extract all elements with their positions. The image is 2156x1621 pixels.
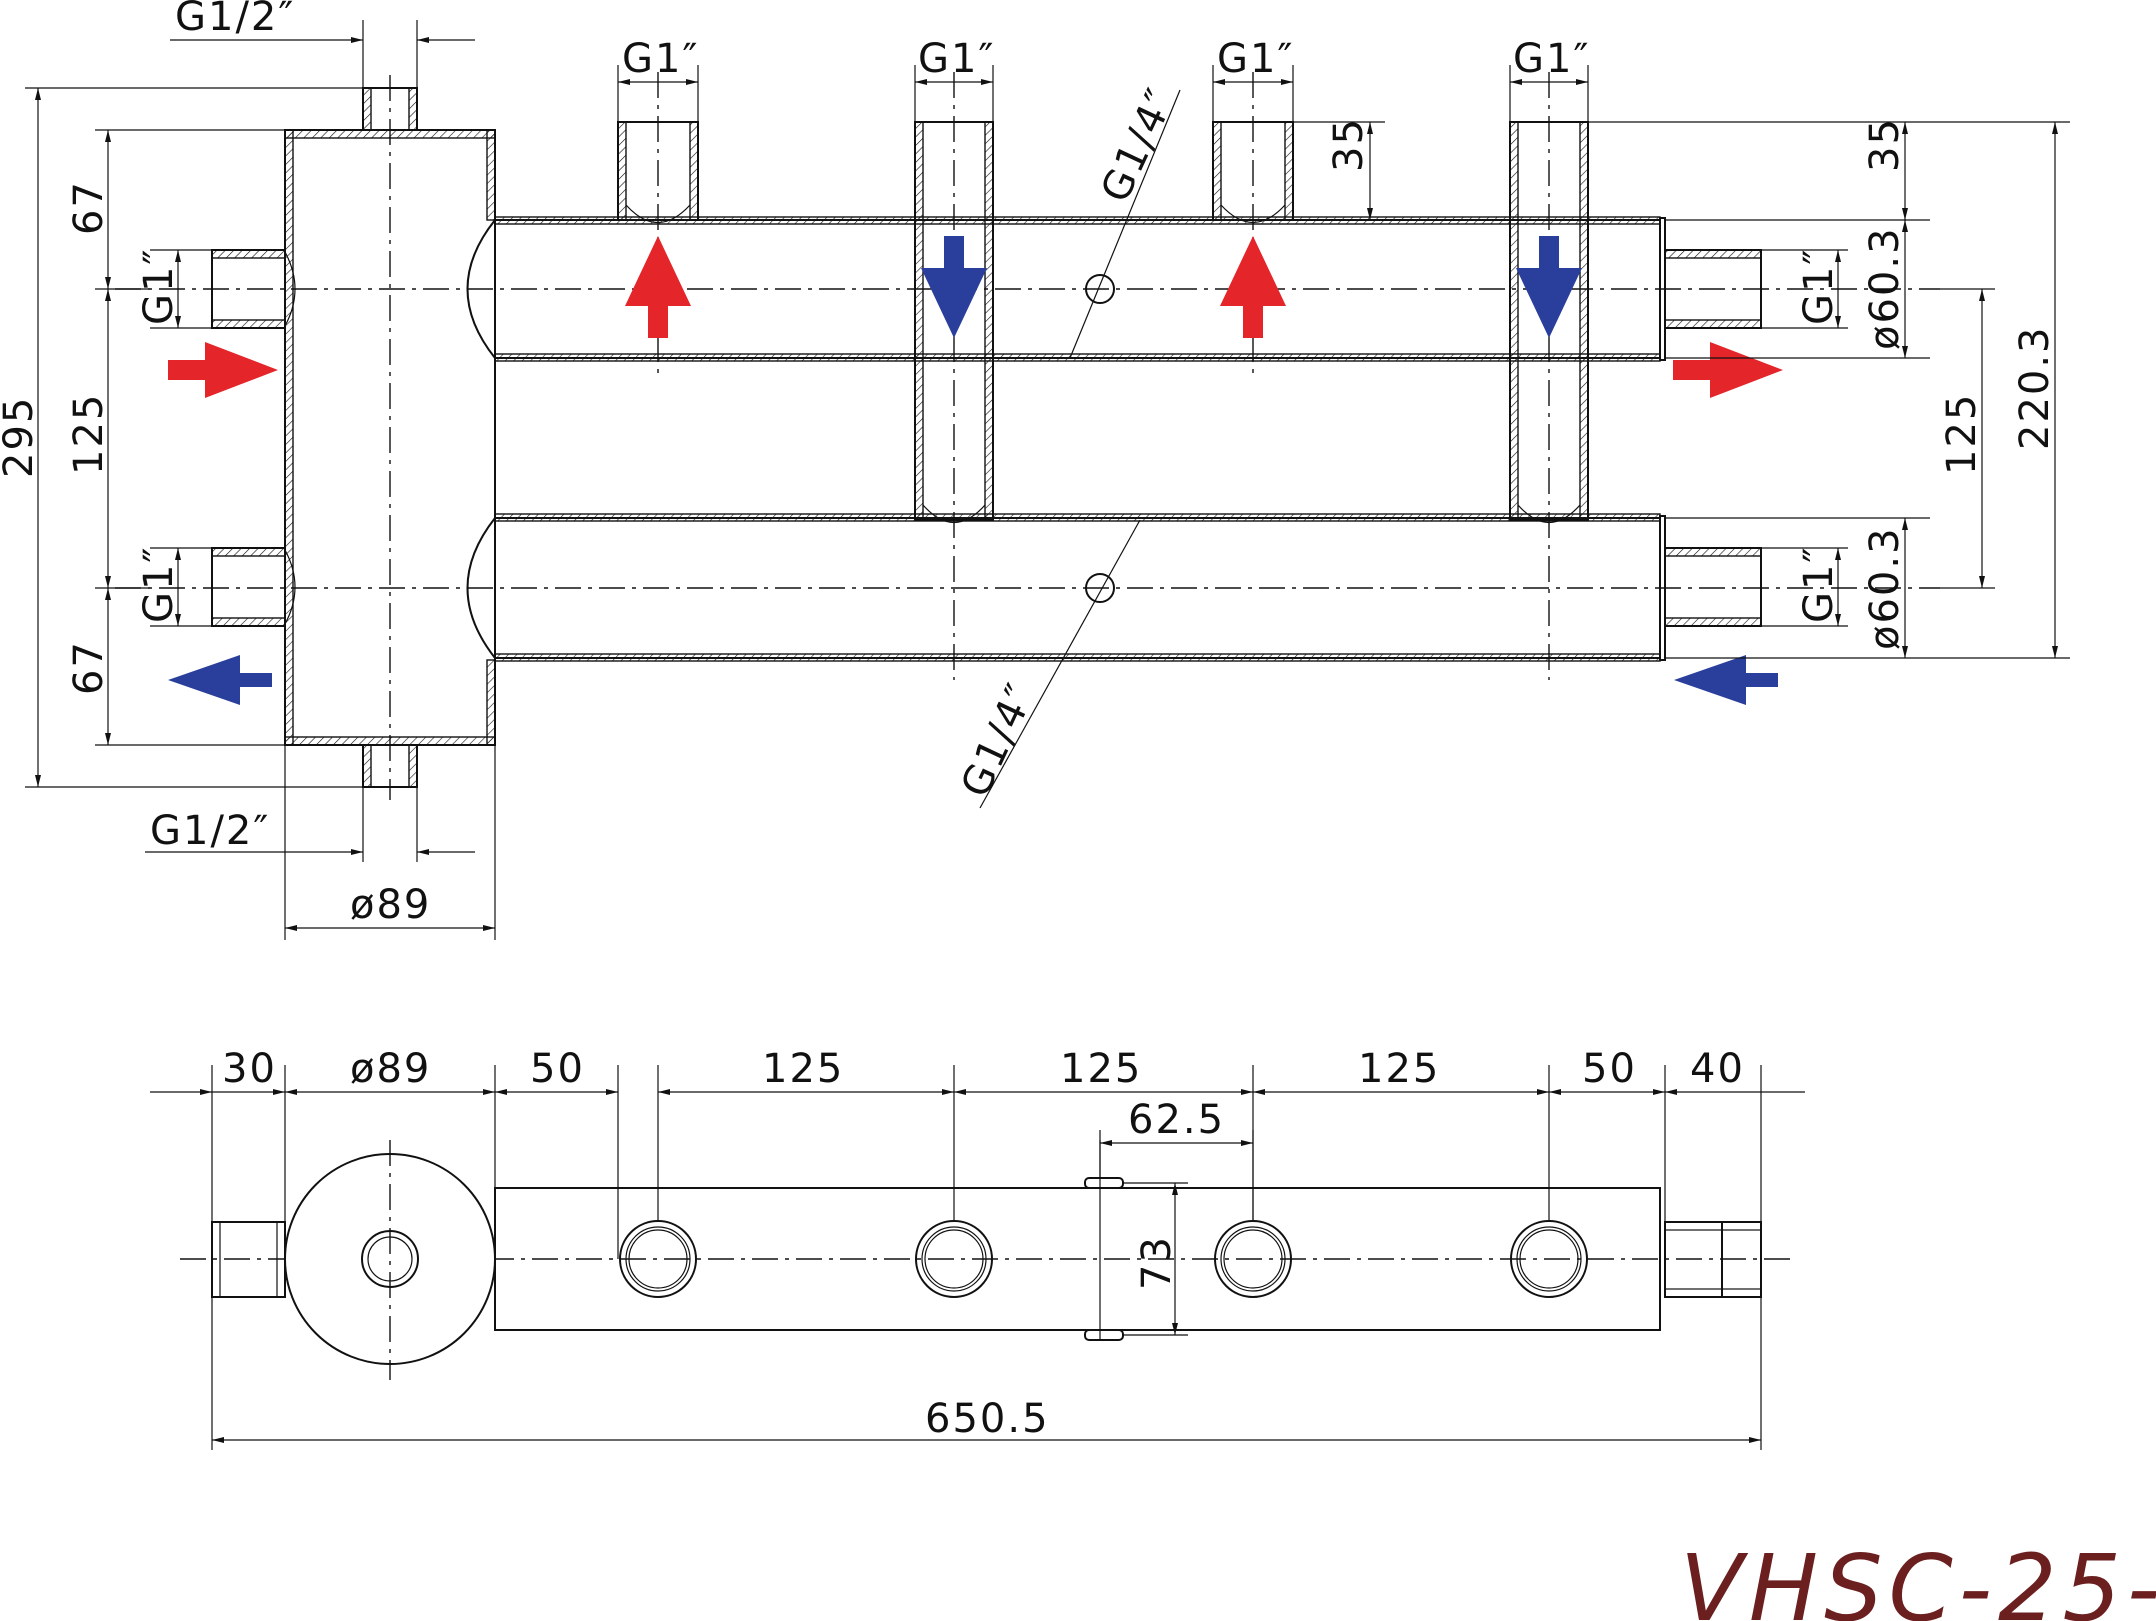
svg-text:ø89: ø89: [350, 1046, 431, 1092]
dim-bracket-height: 73: [1123, 1182, 1188, 1336]
svg-text:G1″: G1″: [1217, 36, 1294, 82]
front-view: G1/4″ G1/4″ G1/2″ G1/2″: [0, 0, 2070, 940]
svg-text:G1″: G1″: [1796, 546, 1842, 623]
svg-text:ø60.3: ø60.3: [1862, 226, 1908, 350]
svg-text:G1″: G1″: [1796, 248, 1842, 325]
svg-text:50: 50: [1582, 1046, 1637, 1092]
leader-drain-upper: [1069, 89, 1181, 359]
supply-header-pipe: [115, 216, 1940, 362]
dim-vessel-diameter: ø89: [284, 745, 496, 940]
separator-vessel: [284, 75, 496, 800]
right-return-connection: [1659, 515, 1762, 661]
svg-text:G1/2″: G1/2″: [175, 0, 295, 40]
svg-text:125: 125: [1358, 1046, 1440, 1092]
nozzle-4-cold-arrow-icon: [1516, 236, 1582, 338]
svg-text:125: 125: [1939, 393, 1985, 475]
svg-text:35: 35: [1862, 117, 1908, 172]
left-return-connection: [211, 547, 296, 627]
dim-top-vent-thread: G1/2″: [170, 0, 475, 88]
svg-text:73: 73: [1134, 1235, 1180, 1290]
left-vertical-dims: 295 67 125 67: [0, 87, 363, 788]
top-view-dim-chain: 30 ø89 50 125 125 125 50 40: [150, 1046, 1805, 1259]
outlet-nozzle-2-dropping: [914, 72, 994, 680]
leader-drain-lower: [979, 519, 1141, 809]
svg-text:125: 125: [66, 393, 112, 475]
svg-text:G1″: G1″: [622, 36, 699, 82]
side-thread-dims: G1″ G1″ G1″ G1″: [136, 248, 1848, 627]
svg-text:30: 30: [222, 1046, 277, 1092]
flow-arrows: [168, 236, 1783, 705]
svg-text:35: 35: [1326, 117, 1372, 172]
nozzle-2-cold-arrow-icon: [921, 236, 987, 338]
nozzle-thread-dims: G1″ G1″ G1″ G1″: [617, 36, 1590, 122]
nozzle-3-hot-arrow-icon: [1220, 236, 1286, 338]
bottom-drain-nipple: [362, 744, 418, 788]
svg-text:G1″: G1″: [918, 36, 995, 82]
hot-inlet-arrow-icon: [168, 342, 278, 398]
return-header-pipe: [115, 513, 1940, 662]
right-supply-connection: [1659, 217, 1762, 361]
svg-text:ø89: ø89: [350, 882, 431, 928]
thread-drain-upper-label: G1/4″: [1092, 81, 1185, 209]
drain-plug-lower-icon: [1085, 573, 1115, 603]
nozzle-1-hot-arrow-icon: [625, 236, 691, 338]
outlet-nozzle-4-dropping: [1509, 72, 1589, 680]
dim-bracket-offset: 62.5: [1099, 1097, 1254, 1220]
svg-text:295: 295: [0, 396, 42, 478]
svg-text:125: 125: [762, 1046, 844, 1092]
svg-text:ø60.3: ø60.3: [1862, 526, 1908, 650]
top-vent-nipple: [362, 87, 418, 131]
model-title: VHSC-25-2.1: [1680, 1535, 2156, 1621]
svg-text:67: 67: [66, 640, 112, 695]
svg-text:67: 67: [66, 180, 112, 235]
dim-bottom-drain-thread: G1/2″: [145, 787, 475, 862]
dim-overall-length: 650.5: [211, 1297, 1762, 1450]
mounting-brackets-top: [1084, 1140, 1124, 1341]
svg-text:G1″: G1″: [136, 546, 182, 623]
svg-text:125: 125: [1060, 1046, 1142, 1092]
thread-drain-lower-label: G1/4″: [952, 676, 1045, 804]
svg-text:G1″: G1″: [136, 248, 182, 325]
right-vertical-dims: 35 35 ø60.3 ø60.3 125 220.3: [1293, 117, 2070, 659]
svg-text:G1/2″: G1/2″: [150, 808, 270, 854]
hot-outlet-arrow-icon: [1673, 342, 1783, 398]
top-view: 30 ø89 50 125 125 125 50 40 62.5 73: [150, 1046, 1805, 1450]
svg-text:220.3: 220.3: [2012, 325, 2058, 450]
drain-plug-upper-icon: [1085, 274, 1115, 304]
cold-return-arrow-icon: [168, 655, 272, 705]
cold-inlet-arrow-icon: [1674, 655, 1778, 705]
svg-text:650.5: 650.5: [925, 1396, 1050, 1442]
svg-text:G1″: G1″: [1513, 36, 1590, 82]
svg-text:62.5: 62.5: [1128, 1097, 1225, 1143]
svg-text:50: 50: [530, 1046, 585, 1092]
outlet-sockets-top: [619, 1220, 1588, 1298]
svg-text:40: 40: [1690, 1046, 1745, 1092]
